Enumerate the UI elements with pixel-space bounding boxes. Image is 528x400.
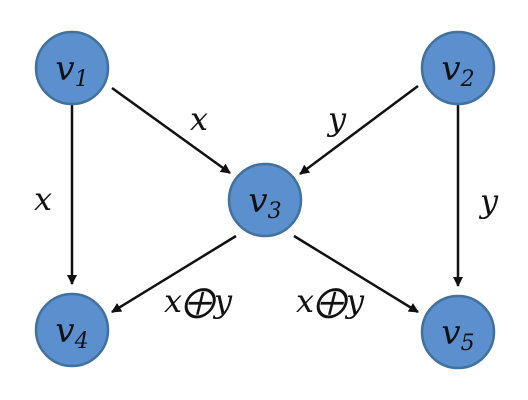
- node-v3-label: v3: [248, 181, 281, 224]
- edge-label-v3-v5: x⨁y: [296, 282, 365, 320]
- edge-label-v2-v5: y: [478, 182, 499, 220]
- node-v4: v4: [34, 292, 110, 368]
- node-v2: v2: [420, 30, 496, 106]
- node-v5-circle: [420, 294, 496, 370]
- edge-label-v1-v3: x: [190, 100, 208, 138]
- edge-v2-v3: [299, 84, 419, 176]
- node-v1-label: v1: [55, 49, 88, 92]
- node-v4-label: v4: [55, 311, 88, 354]
- edge-v1-v3: [111, 86, 231, 175]
- node-v3-circle: [227, 162, 303, 238]
- edge-v3-v4: [111, 234, 237, 314]
- node-v1: v1: [34, 30, 110, 106]
- node-v4-circle: [34, 292, 110, 368]
- edge-label-v2-v3: y: [326, 100, 347, 138]
- node-v5-label: v5: [441, 313, 474, 356]
- edges: [67, 84, 463, 314]
- node-v3: v3: [227, 162, 303, 238]
- node-v1-circle: [34, 30, 110, 106]
- edge-label-v1-v4: x: [34, 180, 52, 218]
- edge-labels: x x y y x⨁y x⨁y: [34, 100, 499, 320]
- edge-v3-v5: [293, 234, 419, 314]
- node-v2-circle: [420, 30, 496, 106]
- edge-label-v3-v4: x⨁y: [164, 282, 233, 320]
- node-v2-label: v2: [441, 49, 474, 92]
- node-v5: v5: [420, 294, 496, 370]
